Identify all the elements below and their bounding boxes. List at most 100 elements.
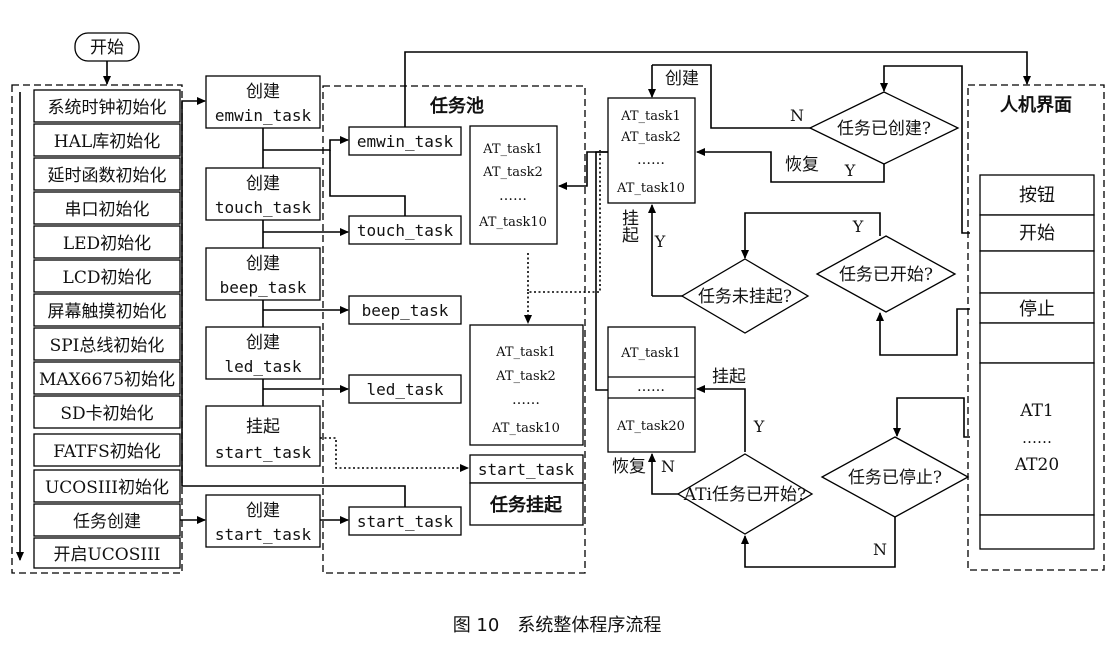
init-step-label: 任务创建 [73, 512, 141, 532]
pool-at-label: AT_task10 [491, 421, 560, 436]
hmi-start-button[interactable] [979, 214, 1095, 252]
resume-edge-label: 恢复 [785, 155, 819, 175]
create-block-line2: beep_task [220, 278, 307, 297]
pool-suspended-task-label: start_task [478, 460, 575, 479]
pool-suspended-label: 任务挂起 [489, 494, 563, 516]
create-block-touch [205, 167, 321, 221]
init-step-task-create [33, 503, 181, 537]
init-step-label: UCOSIII初始化 [45, 478, 169, 498]
init-step-label: HAL库初始化 [54, 132, 160, 152]
diamond-task-not-suspended [680, 258, 810, 334]
diamond-task-started-label: 任务已开始? [839, 265, 933, 285]
init-step-label: 延时函数初始化 [48, 166, 167, 186]
create-block-line1: 创建 [246, 254, 280, 274]
suspend-dotted-arrow [320, 437, 469, 472]
create-start-task-block [205, 494, 321, 548]
pool-task-led [348, 374, 462, 404]
hmi-stop-button[interactable] [979, 292, 1095, 324]
mid-at-label: AT_task1 [620, 346, 681, 361]
create-line [652, 64, 812, 129]
figure-caption: 图 10 系统整体程序流程 [453, 615, 662, 636]
mid-at-label: AT_task20 [616, 419, 685, 434]
pool-task-start [348, 506, 462, 536]
init-step-label: LCD初始化 [63, 268, 152, 288]
pool-suspend-frame [469, 482, 584, 526]
hmi-frame [967, 84, 1105, 571]
pool-at-label: AT_task10 [478, 215, 547, 230]
init-step [33, 89, 181, 123]
diamond-ati-started-label: ATi任务已开始? [683, 485, 806, 505]
top-at-label: AT_task1 [620, 109, 681, 124]
pool-at-box-1 [469, 125, 558, 245]
pool-task-label: start_task [357, 512, 454, 531]
hmi-title: 人机界面 [1000, 95, 1072, 116]
pool-task-touch [348, 215, 462, 245]
ati-no-label: N [661, 457, 675, 476]
hmi-at-last: AT20 [1014, 455, 1059, 475]
init-step [33, 123, 181, 157]
create-block-line2: led_task [224, 357, 301, 376]
init-step [33, 469, 181, 503]
mid-suspend-label: 挂起 [712, 367, 746, 387]
pool-at-label: …… [512, 392, 540, 408]
touch-link-line [329, 150, 406, 216]
pool-task-label: led_task [366, 380, 443, 399]
created-yes-label: Y [844, 161, 856, 180]
suspend-start-task-block [205, 405, 321, 467]
resume-arrow [696, 148, 885, 183]
create-block-line1: 创建 [246, 82, 280, 102]
not-suspended-yes-label: Y [654, 232, 666, 251]
hmi-button-header-label: 按钮 [1019, 185, 1055, 206]
top-at-label: AT_task2 [620, 130, 681, 145]
create-block-line1: 创建 [246, 333, 280, 353]
create-block-line1: 挂起 [246, 417, 280, 437]
hmi-stop-label: 停止 [1019, 299, 1055, 320]
emwin-branch-arrow [263, 136, 349, 151]
init-step [33, 259, 181, 293]
init-step-label: SD卡初始化 [60, 404, 153, 424]
pool-task-label: touch_task [357, 221, 454, 240]
mid-suspend-arrow [696, 385, 746, 452]
pool-at-label: AT_task1 [495, 345, 556, 360]
create-block-line1: 创建 [246, 174, 280, 194]
at-rows-to-stopped-arrow [893, 397, 970, 438]
suspend-edge-label: 挂起 [618, 209, 639, 243]
hmi-button-header [979, 174, 1095, 216]
create-block-emwin [205, 75, 321, 129]
init-step-label: 屏幕触摸初始化 [48, 302, 167, 322]
hmi-at-list[interactable] [979, 362, 1095, 516]
init-step-label: SPI总线初始化 [50, 336, 165, 356]
hmi-blank-row [979, 250, 1095, 294]
pool-task-label: beep_task [362, 301, 449, 320]
create-block-line2: touch_task [215, 198, 312, 217]
diamond-task-stopped-label: 任务已停止? [848, 468, 942, 488]
init-step [33, 395, 181, 429]
diamond-task-created-label: 任务已创建? [837, 119, 931, 139]
mid-at-label: …… [637, 379, 665, 395]
stopped-no-arrow [741, 517, 896, 568]
started-yes-arrow [741, 212, 881, 259]
init-step [33, 537, 181, 569]
pool-suspended-start-task [469, 454, 584, 484]
mid-at-box [607, 326, 696, 453]
diamond-ati-started [676, 453, 814, 535]
create-block-line1: 创建 [246, 501, 280, 521]
init-step-label: 系统时钟初始化 [48, 98, 167, 118]
task-pool-title: 任务池 [429, 95, 484, 117]
pool-at-label: …… [499, 188, 527, 204]
init-step [33, 191, 181, 225]
init-step-label: FATFS初始化 [53, 442, 160, 462]
init-step-label: 串口初始化 [65, 200, 150, 220]
pool-at-box-2 [469, 324, 584, 446]
create-block-line2: emwin_task [215, 106, 312, 125]
top-at-label: …… [637, 152, 665, 168]
pool-at-label: AT_task2 [495, 369, 556, 384]
start-task-loop-arrow [181, 97, 406, 507]
create-edge-label: 创建 [665, 69, 699, 89]
init-step [33, 361, 181, 395]
top-box-to-mid-link [595, 151, 608, 391]
pool-at-label: AT_task2 [482, 165, 543, 180]
ati-yes-label: Y [753, 417, 765, 436]
